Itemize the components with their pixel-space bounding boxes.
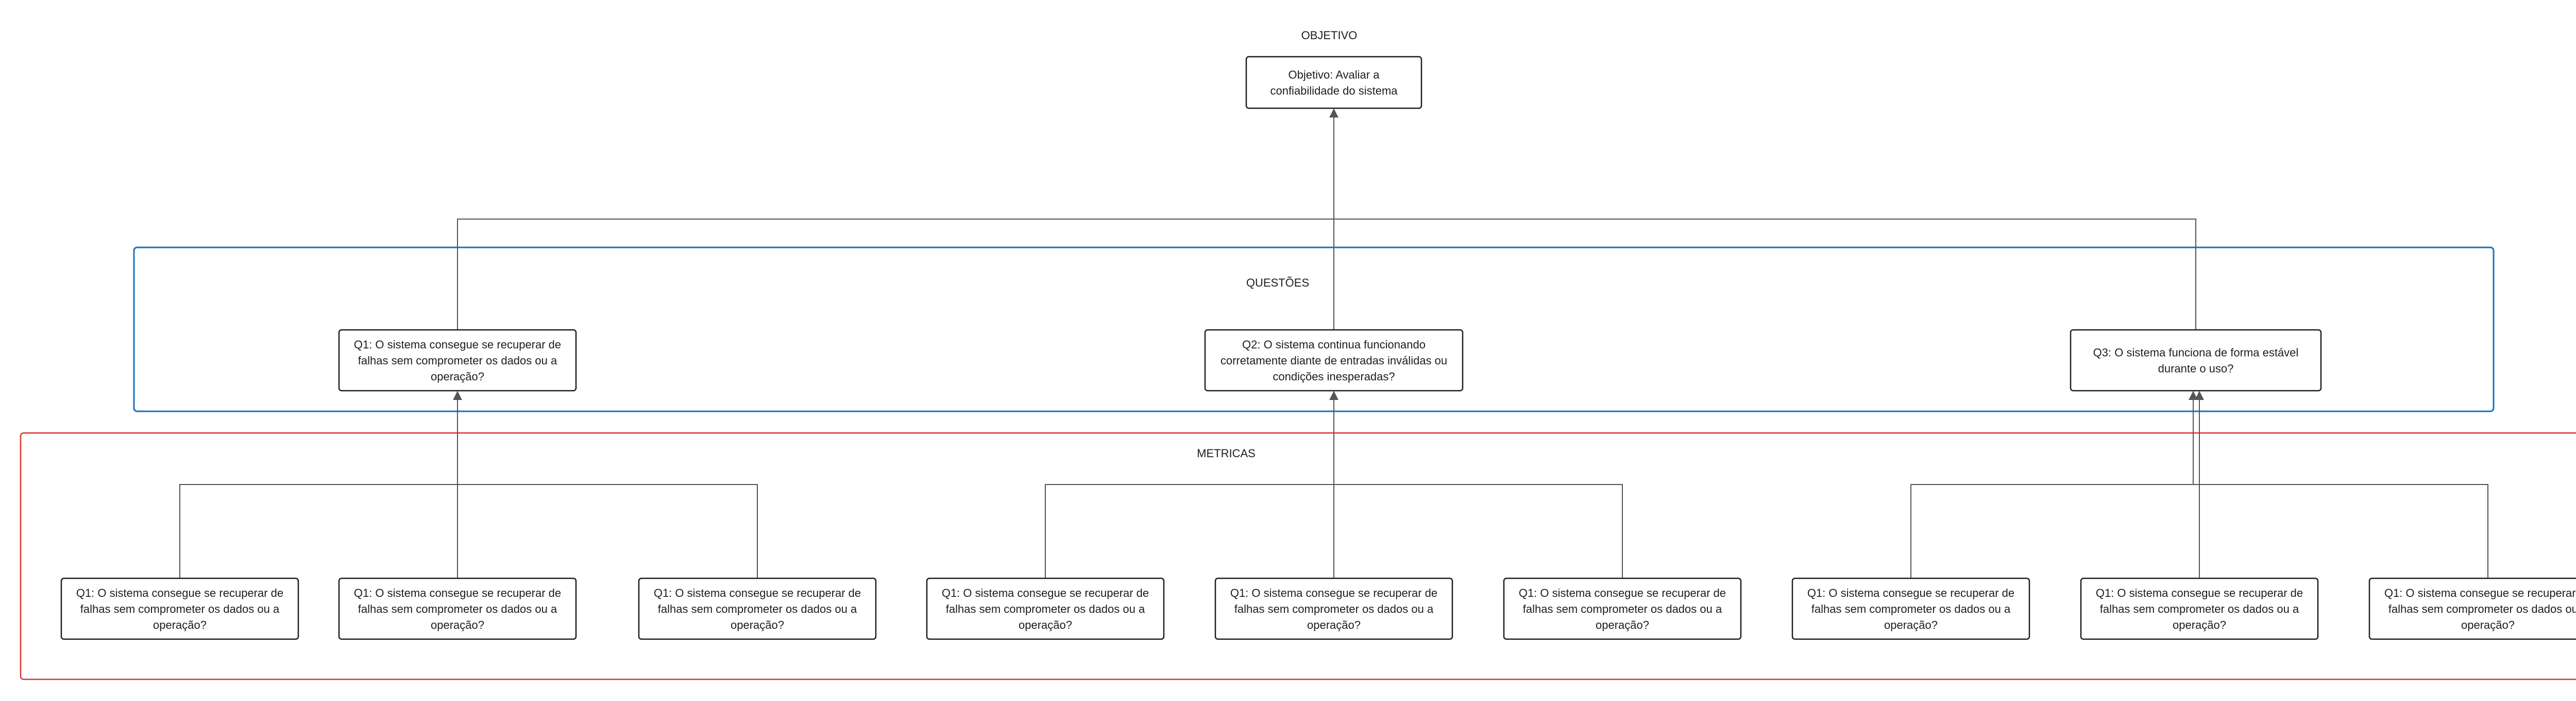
question-node-q3-text-line: durante o uso? [2158,362,2234,375]
connector-bus-questions [457,219,2196,330]
metric-node-text-line: falhas sem comprometer os dados ou a [1234,603,1434,615]
metric-node[interactable]: Q1: O sistema consegue se recuperar de fa… [1503,577,1742,640]
question-node-q1-text-line: falhas sem comprometer os dados ou a [358,354,557,367]
metric-node-text-line: falhas sem comprometer os dados ou a [1811,603,2011,615]
metric-node-text-line: falhas sem comprometer os dados ou a [2100,603,2299,615]
metric-node-box [338,577,577,640]
objective-node-text-line: Objetivo: Avaliar a [1289,69,1380,81]
question-node-q1-box [338,329,577,392]
metric-node-text-line: operação? [1307,619,1361,631]
metric-node[interactable]: Q1: O sistema consegue se recuperar de fa… [2080,577,2319,640]
metric-node-text-line: operação? [1884,619,1938,631]
question-node-q1-text-line: operação? [431,370,484,383]
metric-node-text-line: operação? [1019,619,1072,631]
question-node-q1[interactable]: Q1: O sistema consegue se recuperar de fa… [338,329,577,392]
metric-node-text-line: Q1: O sistema consegue se recuperar de [1519,587,1726,599]
metric-node[interactable]: Q1: O sistema consegue se recuperar de fa… [338,577,577,640]
metric-node[interactable]: Q1: O sistema consegue se recuperar de fa… [1214,577,1453,640]
question-node-q3[interactable]: Q3: O sistema funciona de forma estável d… [2070,329,2322,392]
metric-node-text-line: operação? [431,619,484,631]
metric-node-box [2368,577,2576,640]
question-node-q2-box [1204,329,1464,392]
metric-node-text-line: Q1: O sistema consegue se recuperar de [942,587,1149,599]
metrics-section-label: METRICAS [1197,447,1256,460]
metric-node-box [638,577,877,640]
metric-node-text-line: Q1: O sistema consegue se recuperar de [76,587,283,599]
question-node-q2[interactable]: Q2: O sistema continua funcionando corret… [1204,329,1464,392]
metric-node-text-line: Q1: O sistema consegue se recuperar de [1230,587,1437,599]
metric-node-text-line: falhas sem comprometer os dados ou a [946,603,1145,615]
connectors [179,108,2488,578]
metrics-frame [20,432,2576,680]
metric-node[interactable]: Q1: O sistema consegue se recuperar de fa… [638,577,877,640]
question-node-q1-text-line: Q1: O sistema consegue se recuperar de [354,338,561,351]
metric-node-box [926,577,1165,640]
metric-node-box [2080,577,2319,640]
metric-node[interactable]: Q1: O sistema consegue se recuperar de fa… [2368,577,2576,640]
connector-metrics-bus-0 [179,484,758,578]
question-node-q2-text-line: Q2: O sistema continua funcionando [1242,338,1426,351]
questions-frame [133,246,2495,412]
metric-node-box [60,577,299,640]
metric-node-text-line: Q1: O sistema consegue se recuperar de [2096,587,2303,599]
metric-node-text-line: Q1: O sistema consegue se recuperar de [354,587,561,599]
metric-node-text-line: Q1: O sistema consegue se recuperar de [654,587,861,599]
metric-node-text-line: falhas sem comprometer os dados ou a [658,603,857,615]
metric-node-text-line: falhas sem comprometer os dados ou a [2388,603,2576,615]
metric-node-text-line: operação? [2461,619,2515,631]
metric-node-box [1214,577,1453,640]
question-node-q2-text-line: condições inesperadas? [1273,370,1395,383]
metric-node[interactable]: Q1: O sistema consegue se recuperar de fa… [1791,577,2030,640]
metric-node[interactable]: Q1: O sistema consegue se recuperar de fa… [60,577,299,640]
nodes: Objetivo: Avaliar a confiabilidade do sis… [60,56,2576,640]
metric-node-text-line: operação? [2173,619,2226,631]
metric-node-text-line: operação? [153,619,207,631]
question-node-q2-text-line: corretamente diante de entradas inválida… [1221,354,1447,367]
metric-node-text-line: Q1: O sistema consegue se recuperar de [2384,587,2576,599]
metric-node-box [1791,577,2030,640]
metric-node-text-line: operação? [1596,619,1649,631]
metric-node-text-line: falhas sem comprometer os dados ou a [80,603,280,615]
questions-section-label: QUESTÕES [1246,276,1309,289]
objective-node[interactable]: Objetivo: Avaliar a confiabilidade do sis… [1245,56,1422,109]
metric-node-text-line: Q1: O sistema consegue se recuperar de [1807,587,2014,599]
metric-node-text-line: operação? [731,619,784,631]
question-node-q3-box [2070,329,2322,392]
metric-node-box [1503,577,1742,640]
metric-node-text-line: falhas sem comprometer os dados ou a [358,603,557,615]
metric-node[interactable]: Q1: O sistema consegue se recuperar de fa… [926,577,1165,640]
objective-section-label: OBJETIVO [1301,29,1358,42]
metric-node-text-line: falhas sem comprometer os dados ou a [1523,603,1722,615]
objective-node-text-line: confiabilidade do sistema [1270,85,1398,97]
question-node-q3-text-line: Q3: O sistema funciona de forma estável [2093,346,2299,359]
objective-node-box [1245,56,1422,109]
